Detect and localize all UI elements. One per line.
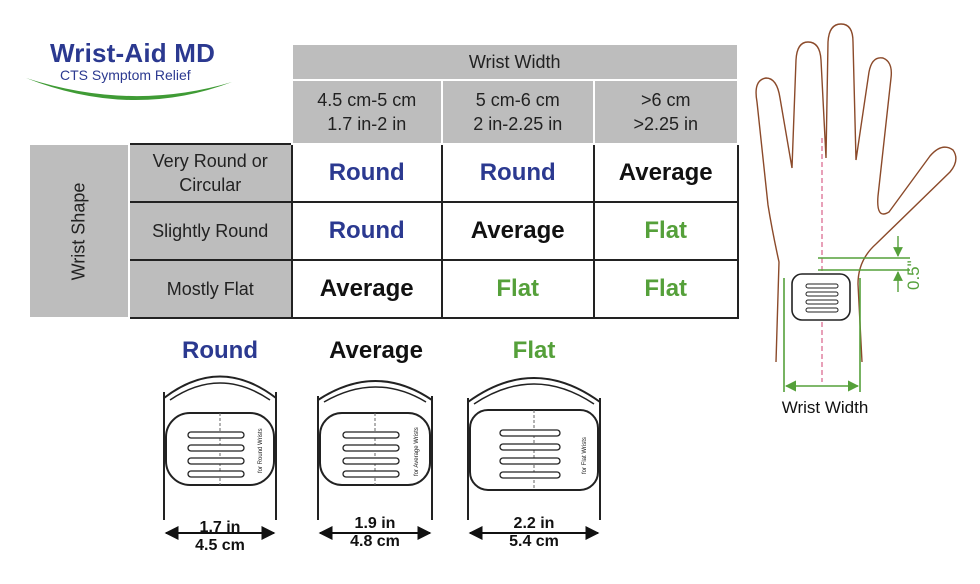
cell-r3-c2: Flat [440,259,595,319]
logo-subtitle: CTS Symptom Relief [60,67,191,83]
cell-r3-c1: Average [290,259,443,319]
device-round: for Round Wrists [163,375,277,540]
svg-text:for Round Wrists: for Round Wrists [258,428,264,473]
device-title-flat: Flat [512,337,556,364]
offset-label: 0.5" [904,260,923,290]
row-header-3: Mostly Flat [127,259,293,319]
col-group-header: Wrist Width [290,43,739,81]
row-group-header: Wrist Shape [28,143,130,319]
cell-r1-c2: Round [440,143,595,203]
svg-text:for Flat Wrists: for Flat Wrists [582,437,588,474]
brand-logo: Wrist-Aid MD CTS Symptom Relief [22,36,242,116]
wrist-width-label: Wrist Width [781,398,869,417]
logo-title: Wrist-Aid MD [50,38,216,68]
col-header-3: >6 cm>2.25 in [592,79,739,145]
cell-r2-c2: Average [440,201,595,261]
row-header-2: Slightly Round [127,201,293,261]
device-title-round: Round [182,337,258,364]
device-title-average: Average [329,337,423,364]
logo-swoosh [26,78,232,101]
cell-r3-c3: Flat [592,259,739,319]
cell-r2-c3: Flat [592,201,739,261]
cell-r1-c3: Average [592,143,739,203]
svg-text:for Average Wrists: for Average Wrists [414,427,420,476]
device-average: for Average Wrists [317,380,433,540]
device-flat: for Flat Wrists [467,377,601,540]
cell-r1-c1: Round [290,143,443,203]
cell-r2-c1: Round [290,201,443,261]
hand-illustration [755,23,957,392]
